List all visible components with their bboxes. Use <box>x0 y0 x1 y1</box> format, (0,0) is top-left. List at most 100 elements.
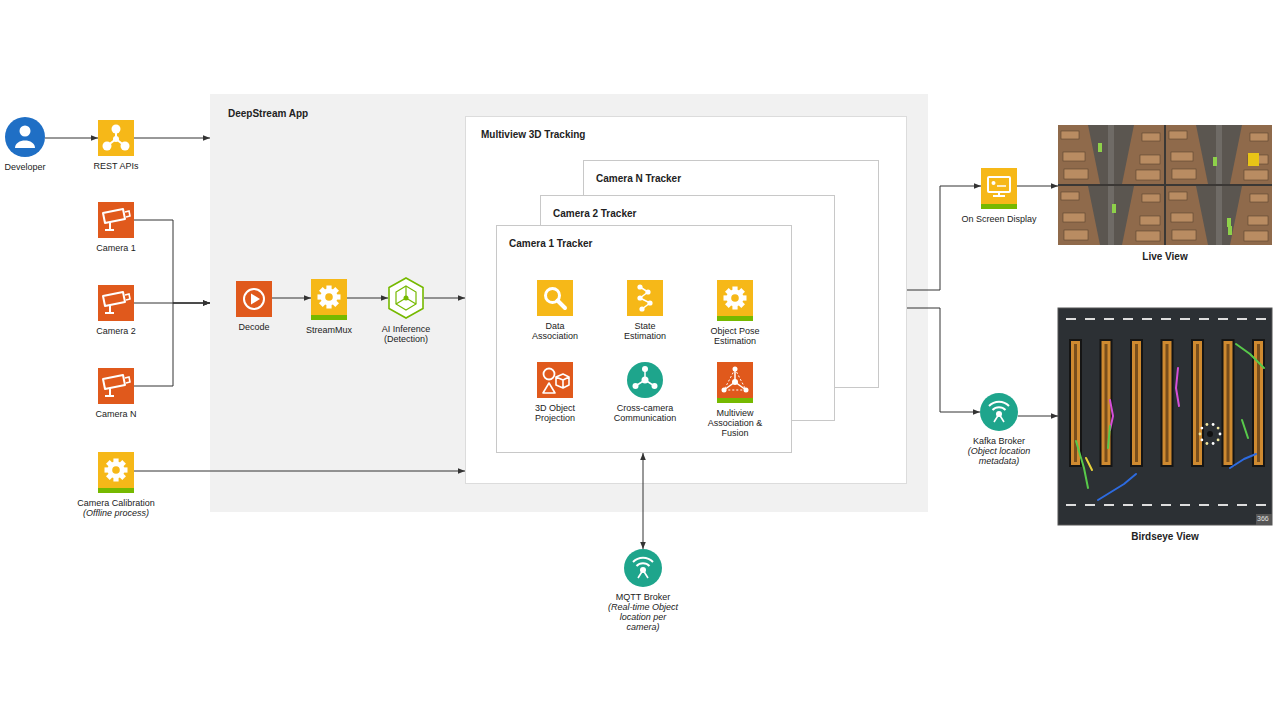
icon-tile <box>236 281 272 317</box>
trajectory-line <box>1098 474 1136 500</box>
node-label: StreamMux <box>289 325 369 335</box>
shelf-core <box>1135 344 1138 462</box>
accent-bar <box>981 204 1017 209</box>
gear-tooth <box>319 287 339 307</box>
camera-lens <box>125 211 130 217</box>
trajectory-line <box>1086 458 1092 470</box>
signal-arc <box>637 563 650 566</box>
forklift-figure <box>1248 153 1259 166</box>
shelf-box <box>1140 155 1160 164</box>
node-label: MQTT Broker <box>607 592 679 602</box>
person-body <box>15 141 35 149</box>
tracked-point <box>1201 427 1204 430</box>
floor-dash <box>1123 504 1133 506</box>
shelf-core <box>1166 344 1169 462</box>
shelf-box <box>1061 131 1079 139</box>
icon-graphic <box>717 362 753 403</box>
icon-graphic <box>98 452 134 493</box>
fusion-node <box>722 388 727 393</box>
shelf-box <box>1142 194 1160 202</box>
shelf-box <box>1172 230 1196 240</box>
state-node <box>637 284 642 289</box>
shelf-box <box>1063 213 1085 222</box>
shelf-strip <box>1223 340 1234 466</box>
flow-connector <box>134 138 210 139</box>
camera-mount <box>105 305 114 313</box>
floor-dash <box>1199 504 1209 506</box>
shelf-box <box>1244 231 1268 241</box>
app-panel: DeepStream AppDecodeStreamMuxAI Inferenc… <box>210 94 928 512</box>
camera-lens <box>125 294 130 300</box>
group-title: Multiview 3D Tracking <box>481 129 585 141</box>
floor-dash <box>1085 504 1095 506</box>
icon-tile <box>717 280 753 316</box>
view-image: Birdseye View <box>1058 308 1272 525</box>
icon-graphic <box>5 117 45 157</box>
caption-group: Birdseye View <box>1058 531 1272 543</box>
cube-outline <box>389 278 423 318</box>
icon-disc <box>627 362 663 398</box>
camera-icon: Camera 1 <box>98 202 134 238</box>
shelf-strip <box>1192 340 1203 466</box>
icon-graphic <box>537 362 573 398</box>
tracked-point <box>1212 423 1215 426</box>
node-label: Camera Calibration <box>61 498 171 508</box>
shelf-box <box>1142 133 1160 141</box>
api-hub <box>113 136 119 142</box>
shelf-box <box>1244 170 1268 180</box>
accent-bar <box>717 398 753 403</box>
icon-graphic <box>236 281 272 317</box>
fusion-triangle <box>724 369 746 390</box>
shelf-left <box>1166 125 1208 184</box>
shelf-strip <box>1131 340 1142 466</box>
group-title: Camera N Tracker <box>596 173 681 185</box>
gear-hole <box>731 294 739 302</box>
tracked-object <box>1207 431 1213 437</box>
shelf-core <box>1196 344 1199 462</box>
node-label: Object Pose Estimation <box>705 326 765 346</box>
shelf-box <box>1171 213 1193 222</box>
module-icon: Data Association <box>537 280 573 316</box>
shelf-box <box>1061 192 1079 200</box>
camera-body <box>103 209 125 223</box>
signal-arc <box>633 558 653 562</box>
floor-dash <box>1066 318 1076 320</box>
trajectory-line <box>1242 420 1248 438</box>
camera-frame <box>1058 186 1164 245</box>
lens-handle <box>558 301 566 309</box>
caption-group: Camera N <box>76 409 156 419</box>
node-note: (Offline process) <box>61 508 171 518</box>
shelf-left <box>1166 186 1208 245</box>
caption-group: Cross-camera Communication <box>609 403 681 423</box>
icon-tile <box>537 362 573 398</box>
trajectory-line <box>1176 368 1179 406</box>
api-node <box>103 142 112 151</box>
gear-tooth <box>725 288 745 308</box>
shelf-box <box>1248 216 1268 225</box>
floor-dash <box>1256 318 1266 320</box>
caption-group: Camera Calibration(Offline process) <box>61 498 171 518</box>
caption-group: Developer <box>0 162 65 172</box>
display-icon: On Screen Display <box>981 168 1017 209</box>
floor-dash <box>1085 318 1095 320</box>
monitor-stand <box>993 192 1005 196</box>
group-title: Camera 2 Tracker <box>553 208 636 220</box>
icon-tile <box>98 452 134 488</box>
signal-arc <box>993 407 1006 410</box>
icon-disc <box>5 117 45 157</box>
gear-tooth <box>106 460 126 480</box>
frame-floor <box>1058 125 1164 184</box>
api-node <box>112 125 121 134</box>
api-icon: REST APIs <box>98 120 134 156</box>
gear-tooth <box>319 287 339 307</box>
floor-dash <box>1237 318 1247 320</box>
icon-graphic <box>388 277 424 319</box>
view-title: Birdseye View <box>1058 531 1272 543</box>
caption-group: Decode <box>214 322 294 332</box>
gear-hole <box>112 466 120 474</box>
signal-dot <box>996 411 1002 417</box>
node-label: REST APIs <box>76 161 156 171</box>
camera-frame <box>1058 125 1164 184</box>
icon-graphic <box>981 168 1017 209</box>
floor-dash <box>1180 504 1190 506</box>
